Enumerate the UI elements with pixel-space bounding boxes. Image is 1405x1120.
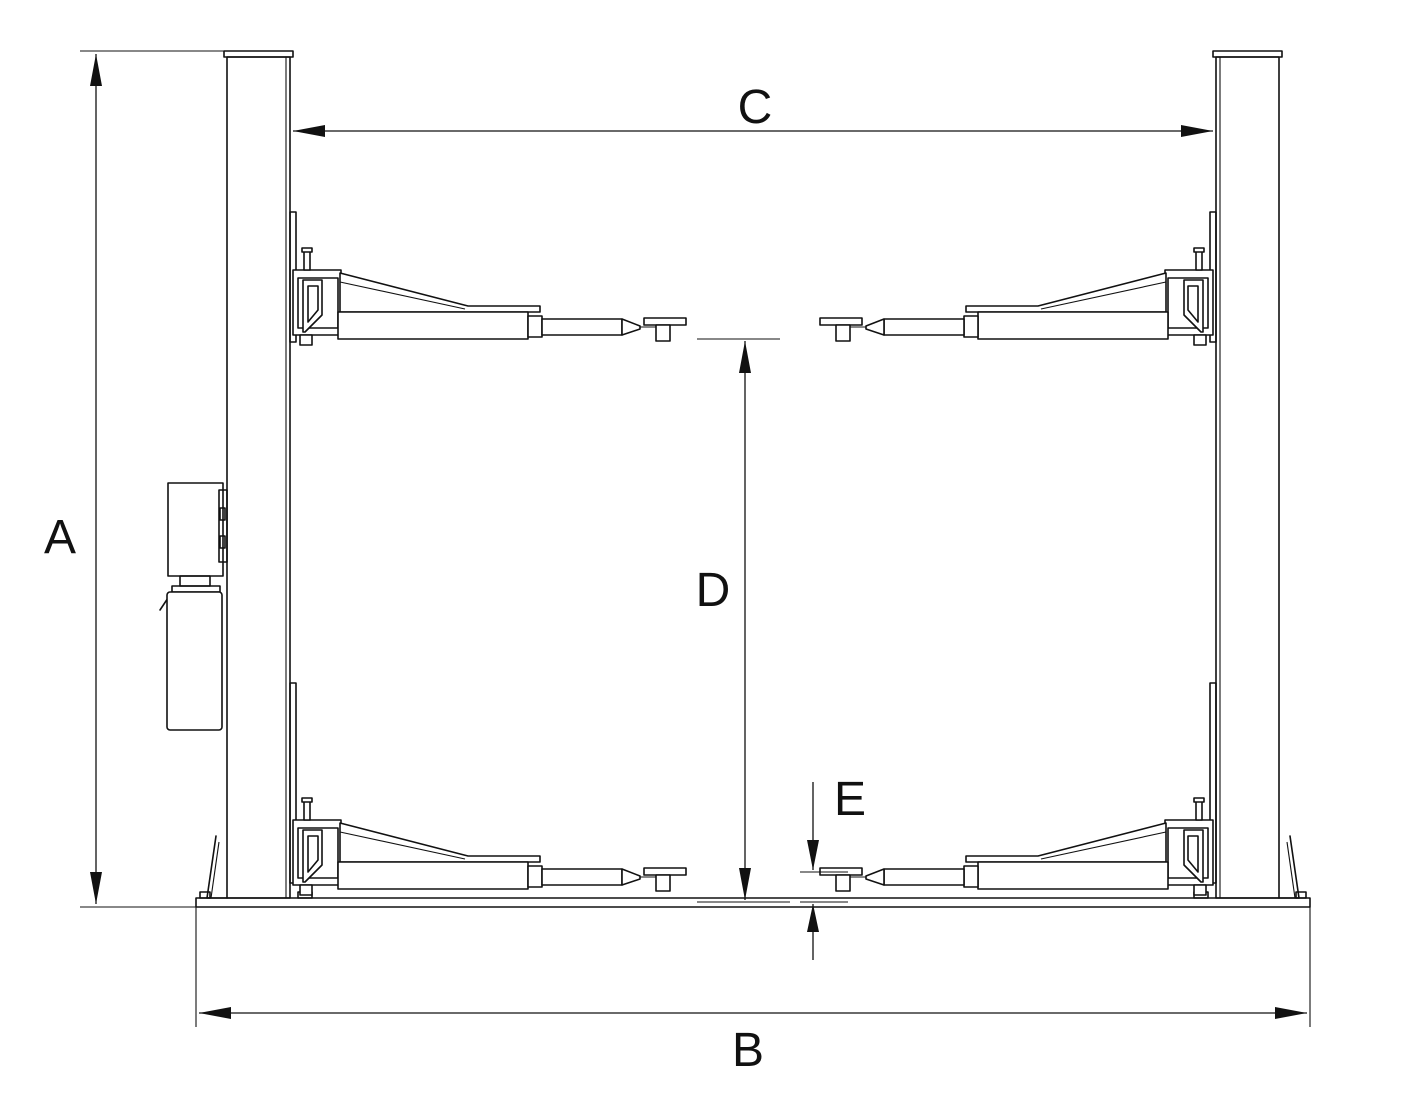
arm-upper-left-part [339,281,466,310]
arm-lower-left-part [339,831,466,860]
arm-lower-right-part [865,868,885,886]
arm-upper-right-part [1193,247,1205,253]
arm-lower-right-part [1193,797,1205,803]
arm-upper-right-part [1040,281,1167,310]
arm-lower-left-part [621,868,641,886]
dimension-d: D [696,338,790,903]
arm-lower-left-part [527,865,543,888]
arm-lower-right-part [977,861,1169,890]
arm-lower-left-part [655,874,671,892]
arm-upper-right-part [963,315,979,338]
arm-lower-left-part [299,884,313,896]
arm-lower-right-part [835,874,851,892]
arm-lower-left-part [541,868,623,886]
dimension-d-label: D [696,564,731,617]
right-post [1193,50,1307,899]
arm-upper-left [292,247,687,346]
arm-lower-left-part [643,867,687,876]
arm-lower-right-part [1195,799,1203,821]
dimension-a-label: A [44,511,76,564]
dimension-e: E [800,773,866,960]
arm-upper-right-part [865,318,885,336]
arm-upper-left-part [643,317,687,326]
arm-lower-left-part [307,835,319,873]
lift-arms [292,247,1214,896]
dimension-e-label: E [834,773,866,826]
arm-lower-left-part [301,797,313,803]
hydraulic-power-unit [159,482,228,731]
arm-upper-left-part [655,324,671,342]
arm-upper-right-part [1187,285,1199,323]
arm-upper-right [819,247,1214,346]
arm-upper-left-part [339,272,541,313]
arm-lower-right-part [1040,831,1167,860]
arm-lower-left-part [337,861,529,890]
arm-upper-left-part [307,285,319,323]
arm-lower-right-part [883,868,965,886]
dimension-b: B [195,907,1311,1077]
dimension-c: C [293,81,1213,137]
arm-lower-right-part [965,822,1167,863]
arm-upper-left-part [299,334,313,346]
arm-upper-left-part [527,315,543,338]
dimension-a: A [44,50,224,904]
arm-lower-right-part [963,865,979,888]
arm-upper-left-part [337,311,529,340]
left-post [199,50,313,899]
arm-upper-right-part [1193,334,1207,346]
arm-upper-left-part [303,249,311,271]
arm-lower-left-part [303,799,311,821]
arm-lower-right-part [1193,884,1207,896]
arm-upper-right-part [1195,249,1203,271]
arm-upper-right-part [819,317,863,326]
arm-lower-left [292,797,687,896]
arm-upper-left-part [621,318,641,336]
arm-upper-left-part [541,318,623,336]
arm-lower-left-part [339,822,541,863]
arm-upper-left-part [301,247,313,253]
arm-upper-right-part [977,311,1169,340]
arm-lower-right-part [1187,835,1199,873]
dimension-b-label: B [732,1024,764,1077]
arm-upper-right-part [965,272,1167,313]
base-plate [80,897,1311,908]
arm-upper-right-part [883,318,965,336]
arm-lower-right [819,797,1214,896]
dimension-c-label: C [738,81,773,134]
arm-upper-right-part [835,324,851,342]
